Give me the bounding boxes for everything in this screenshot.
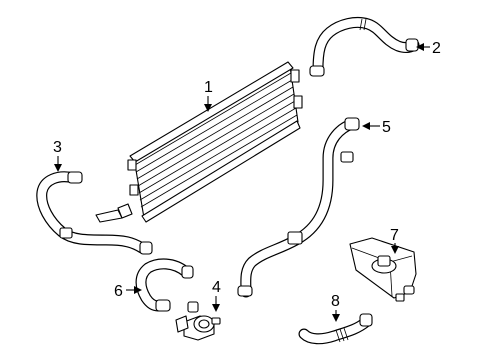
callout-1-label: 1: [204, 79, 213, 96]
callout-5-label: 5: [382, 119, 391, 136]
callout-7-label: 7: [390, 227, 399, 244]
callout-4: 4: [212, 279, 221, 312]
callout-4-label: 4: [212, 279, 221, 296]
callout-1: 1: [204, 79, 213, 112]
callout-6: 6: [114, 283, 142, 300]
radiator-part[interactable]: [95, 61, 303, 223]
callout-3-label: 3: [53, 139, 62, 156]
callout-2: 2: [416, 40, 441, 57]
callout-6-label: 6: [114, 283, 123, 300]
water-pump-part[interactable]: [175, 301, 221, 341]
upper-hose-part[interactable]: [309, 16, 420, 77]
short-hose-part[interactable]: [135, 258, 194, 312]
long-hose-part[interactable]: [237, 117, 360, 298]
left-hose-part[interactable]: [36, 171, 153, 255]
expansion-tank-part[interactable]: [349, 237, 417, 302]
callout-8: 8: [331, 293, 340, 322]
callout-2-label: 2: [432, 40, 441, 57]
callout-7: 7: [390, 227, 399, 254]
callout-5: 5: [362, 119, 391, 136]
callout-3: 3: [53, 139, 62, 172]
callout-8-label: 8: [331, 293, 340, 310]
small-hose-part[interactable]: [298, 313, 373, 345]
radiator-fins: [134, 72, 298, 208]
